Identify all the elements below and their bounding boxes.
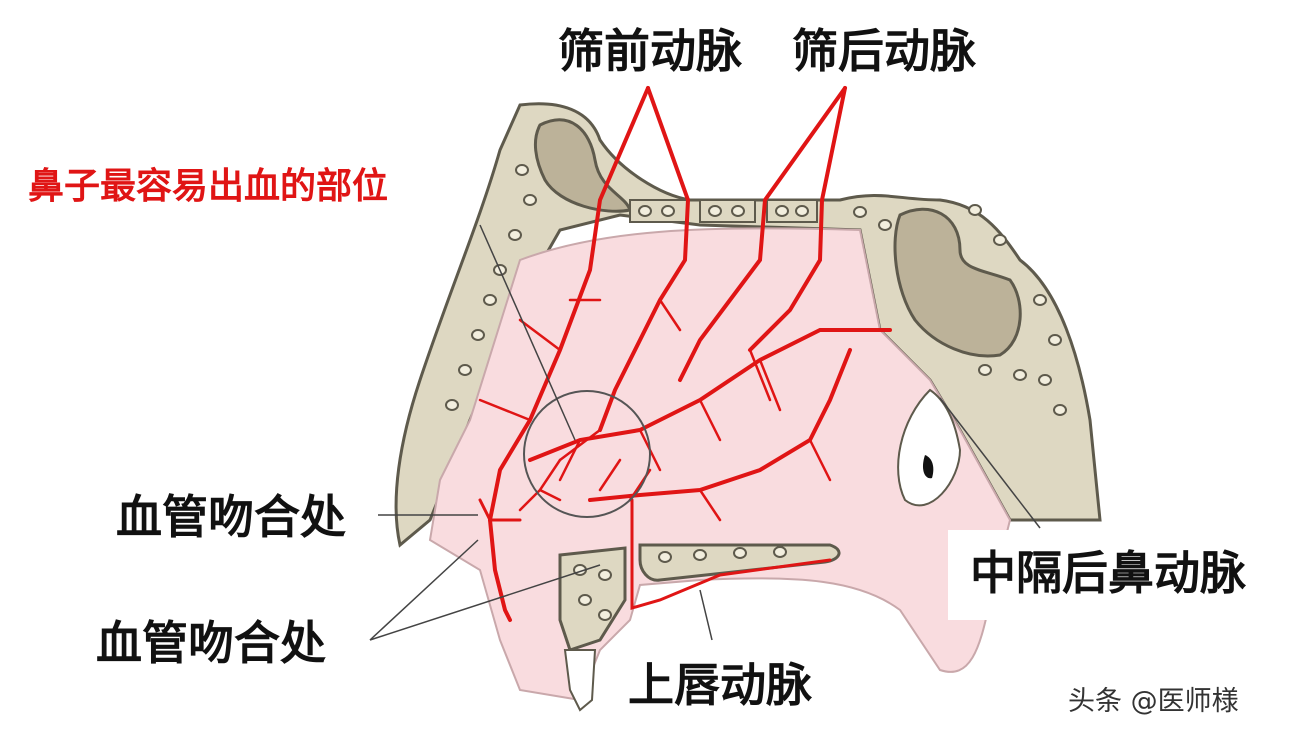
bone-pores [445,164,1067,621]
posterior-ethmoidal-artery-label: 筛后动脉 [792,24,976,78]
eustachian-dot [922,455,934,479]
sphenoid-sinus [893,207,1022,358]
bleeding-site-caption: 鼻子最容易出血的部位 [28,165,389,207]
cribriform-block-3 [766,199,818,223]
bleeding-area-circle [523,390,651,518]
arteries [478,86,892,622]
leader-lines [369,224,1041,641]
anastomosis-label-upper: 血管吻合处 [116,490,346,544]
superior-labial-artery-label: 上唇动脉 [628,658,812,712]
posterior-septal-nasal-artery-label: 中隔后鼻动脉 [948,530,1268,620]
anterior-ethmoidal-artery-label: 筛前动脉 [558,24,742,78]
watermark: 头条 @医师様 [1068,686,1239,717]
incisor-tooth [563,649,597,712]
anastomosis-label-lower: 血管吻合处 [96,616,326,670]
eustachian-opening [897,388,962,507]
